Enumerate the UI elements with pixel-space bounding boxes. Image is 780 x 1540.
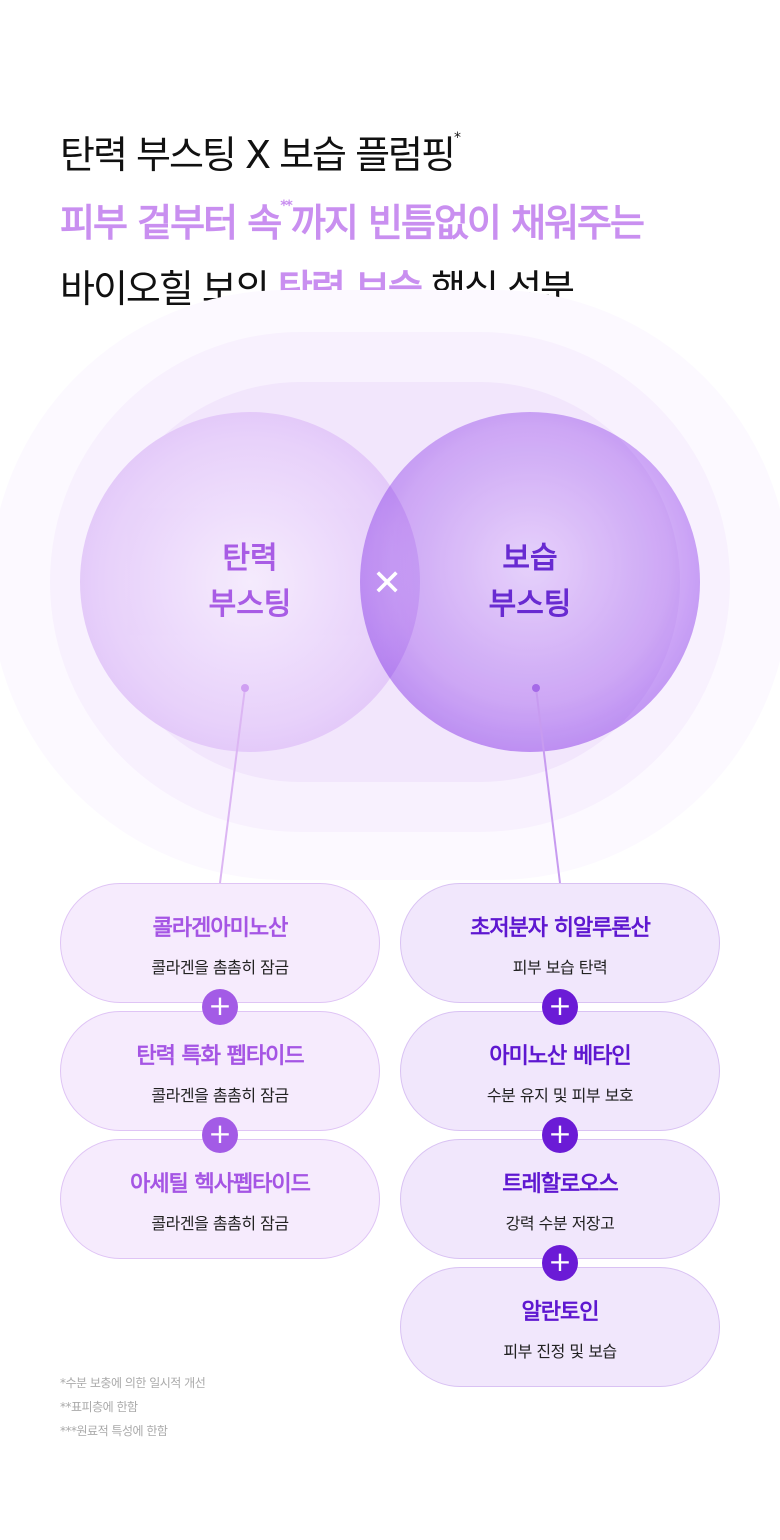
footnote: *수분 보충에 의한 일시적 개선 (60, 1376, 206, 1390)
ingredient-title: 콜라겐아미노산 (152, 916, 289, 941)
ingredient-title: 초저분자 히알루론산 (470, 916, 651, 941)
ingredient-title: 알란토인 (521, 1300, 600, 1325)
venn-left-label: 부스팅 (208, 587, 292, 622)
footnote: **표피층에 한함 (60, 1400, 138, 1414)
plus-icon: + (542, 1245, 578, 1281)
plus-icon: + (542, 989, 578, 1025)
plus-icon: + (202, 1117, 238, 1153)
venn-left-label: 탄력 (222, 541, 278, 576)
ingredient-description: 강력 수분 저장고 (505, 1214, 615, 1233)
ingredient-description: 콜라겐을 촘촘히 잠금 (151, 1086, 289, 1105)
headline-text: 피부 겉부터 속 (60, 201, 282, 245)
footnote-mark: ** (280, 198, 293, 214)
ingredient-description: 피부 진정 및 보습 (503, 1342, 617, 1361)
left-connector-dot (241, 684, 249, 692)
ingredient-description: 피부 보습 탄력 (512, 958, 608, 977)
venn-right-label: 보습 (502, 541, 558, 576)
venn-right-label: 부스팅 (488, 587, 572, 622)
headline-text: 탄력 부스팅 X 보습 플럼핑 (60, 133, 456, 177)
headline-text: 까지 빈틈없이 채워주는 (290, 201, 645, 245)
right-connector-line (535, 687, 561, 884)
ingredient-title: 아미노산 베타인 (489, 1044, 631, 1069)
ingredient-description: 수분 유지 및 피부 보호 (486, 1086, 634, 1105)
ingredient-title: 아세틸 헥사펩타이드 (130, 1172, 311, 1197)
right-connector-dot (532, 684, 540, 692)
plus-icon: + (542, 1117, 578, 1153)
headline-line2: 피부 겉부터 속**까지 빈틈없이 채워주는 (60, 192, 645, 247)
left-connector-line (219, 687, 246, 884)
ingredient-description: 콜라겐을 촘촘히 잠금 (151, 958, 289, 977)
multiply-icon: ✕ (372, 563, 403, 604)
footnote: ***원료적 특성에 한함 (60, 1424, 168, 1438)
plus-icon: + (202, 989, 238, 1025)
ingredient-description: 콜라겐을 촘촘히 잠금 (151, 1214, 289, 1233)
ingredient-title: 탄력 특화 펩타이드 (136, 1044, 304, 1069)
headline-line1: 탄력 부스팅 X 보습 플럼핑* (60, 124, 461, 179)
ingredient-title: 트레할로오스 (502, 1172, 618, 1197)
connector-lines (219, 684, 561, 884)
footnote-mark: * (453, 130, 461, 146)
